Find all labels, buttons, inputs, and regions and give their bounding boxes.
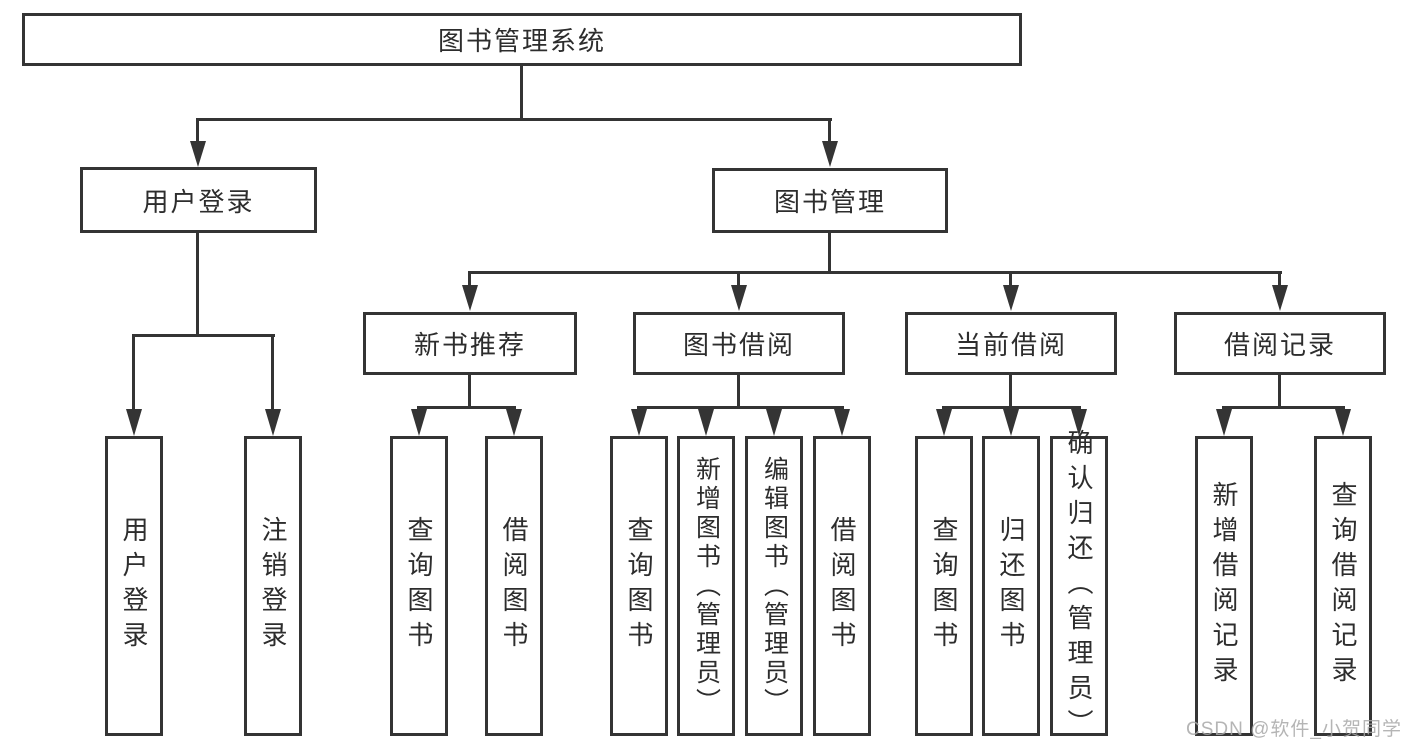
leaf-records-query: 查询借阅记录	[1314, 436, 1372, 736]
watermark-text: CSDN @软件_小贺同学	[1186, 719, 1402, 740]
arrowhead-book-mgmt	[822, 141, 838, 167]
leaf-logout: 注销登录	[244, 436, 302, 736]
arrowhead-leaf-a2	[265, 409, 281, 436]
leaf-user-login-label: 用户登录	[119, 516, 149, 656]
connector-drop-leaf-a1	[132, 334, 135, 412]
leaf-newbooks-query: 查询图书	[390, 436, 448, 736]
leaf-borrow-add-admin-label: 新增图书（管理员）	[692, 455, 721, 717]
connector-book-mgmt-stem	[828, 233, 831, 274]
leaf-newbooks-borrow: 借阅图书	[485, 436, 543, 736]
arrowhead-user-login	[190, 141, 206, 167]
connector-new-books-branch	[417, 406, 516, 409]
leaf-borrow-query-label: 查询图书	[624, 516, 654, 656]
arrowhead-new-books	[462, 285, 478, 311]
connector-book-mgmt-branch	[468, 271, 1282, 274]
connector-current-borrow-branch	[942, 406, 1081, 409]
arrowhead-leaf-b2	[506, 409, 522, 436]
connector-root-branch	[196, 118, 832, 121]
connector-drop-book-mgmt	[828, 118, 831, 144]
connector-borrow-records-stem	[1278, 375, 1281, 408]
connector-user-login-stem	[196, 233, 199, 337]
arrowhead-leaf-c4	[834, 409, 850, 436]
node-book-borrow: 图书借阅	[633, 312, 845, 375]
leaf-logout-label: 注销登录	[258, 516, 288, 656]
leaf-borrow-query: 查询图书	[610, 436, 668, 736]
connector-root-stem	[520, 66, 523, 121]
arrowhead-leaf-c1	[631, 409, 647, 436]
connector-drop-book-borrow	[737, 271, 740, 288]
arrowhead-borrow-records	[1272, 285, 1288, 311]
connector-current-borrow-stem	[1009, 375, 1012, 409]
node-root-label: 图书管理系统	[437, 26, 606, 56]
node-borrow-records: 借阅记录	[1174, 312, 1386, 375]
connector-user-login-branch	[132, 334, 275, 337]
leaf-records-add-label: 新增借阅记录	[1209, 481, 1239, 691]
node-book-mgmt-label: 图书管理	[773, 187, 886, 217]
arrowhead-leaf-d2	[1003, 409, 1019, 436]
node-new-books-label: 新书推荐	[413, 330, 526, 360]
connector-borrow-records-branch	[1222, 406, 1345, 409]
arrowhead-leaf-e1	[1216, 409, 1232, 436]
node-user-login-label: 用户登录	[142, 186, 255, 217]
node-root: 图书管理系统	[22, 13, 1022, 66]
node-user-login: 用户登录	[80, 167, 317, 233]
arrowhead-book-borrow	[731, 285, 747, 311]
leaf-newbooks-query-label: 查询图书	[404, 516, 434, 656]
connector-drop-current-borrow	[1009, 271, 1012, 288]
arrowhead-leaf-b1	[411, 409, 427, 436]
leaf-records-query-label: 查询借阅记录	[1328, 481, 1358, 691]
node-current-borrow-label: 当前借阅	[954, 330, 1067, 360]
leaf-current-query: 查询图书	[915, 436, 973, 736]
leaf-newbooks-borrow-label: 借阅图书	[499, 516, 529, 656]
arrowhead-leaf-d1	[936, 409, 952, 436]
leaf-user-login: 用户登录	[105, 436, 163, 736]
node-book-mgmt: 图书管理	[712, 168, 948, 233]
leaf-current-confirm-admin-label: 确认归还（管理员）	[1064, 428, 1094, 744]
connector-drop-borrow-records	[1278, 271, 1281, 288]
leaf-borrow-edit-admin-label: 编辑图书（管理员）	[760, 455, 789, 717]
leaf-current-return-label: 归还图书	[996, 516, 1026, 656]
arrowhead-leaf-a1	[126, 409, 142, 436]
leaf-current-return: 归还图书	[982, 436, 1040, 736]
leaf-borrow-book-label: 借阅图书	[827, 516, 857, 656]
leaf-current-confirm-admin: 确认归还（管理员）	[1050, 429, 1108, 744]
connector-book-borrow-stem	[737, 375, 740, 409]
node-current-borrow: 当前借阅	[905, 312, 1117, 375]
node-new-books: 新书推荐	[363, 312, 577, 375]
arrowhead-leaf-c2	[698, 409, 714, 436]
connector-new-books-stem	[468, 375, 471, 409]
connector-drop-leaf-a2	[271, 334, 274, 412]
connector-drop-new-books	[468, 271, 471, 288]
arrowhead-leaf-c3	[766, 409, 782, 436]
node-borrow-records-label: 借阅记录	[1223, 330, 1336, 360]
leaf-borrow-edit-admin: 编辑图书（管理员）	[745, 436, 803, 736]
arrowhead-leaf-e2	[1335, 409, 1351, 436]
leaf-records-add: 新增借阅记录	[1195, 436, 1253, 736]
leaf-borrow-add-admin: 新增图书（管理员）	[677, 436, 735, 736]
arrowhead-current-borrow	[1003, 285, 1019, 311]
leaf-borrow-book: 借阅图书	[813, 436, 871, 736]
node-book-borrow-label: 图书借阅	[682, 330, 795, 360]
connector-book-borrow-branch	[637, 406, 844, 409]
arrowhead-leaf-d3	[1071, 409, 1087, 436]
connector-drop-user-login	[196, 118, 199, 144]
leaf-current-query-label: 查询图书	[929, 516, 959, 656]
